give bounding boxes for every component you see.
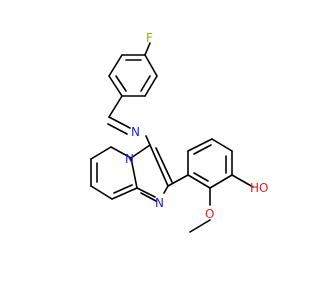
hydroxyl-group-label: HO [250,181,268,195]
bond [211,138,233,152]
bond [189,219,211,233]
bond [209,174,233,189]
bond [144,42,151,56]
bond [140,192,157,202]
bond [167,174,189,187]
atom-labels: F N N N HO O [125,31,268,221]
ring-nitrogen-imidazole-label: N [155,196,164,210]
bond [144,54,158,77]
bond [231,174,254,188]
bond [149,144,169,187]
molecule-structure: F N N N HO O [90,31,268,233]
bond [130,144,151,159]
fluorine-atom-label: F [146,31,153,45]
bond [113,184,133,194]
bond [108,95,123,118]
bond [193,172,209,182]
bond [193,144,212,155]
methoxyphenol-ring [187,138,254,233]
bond [90,185,113,200]
bond [110,146,132,159]
bond [111,187,138,200]
methoxy-oxygen-label: O [205,207,214,221]
bond [107,123,128,135]
bond [90,146,112,160]
bond [108,116,131,129]
bond [108,54,123,77]
bond [136,187,156,198]
fluorophenyl-ring [108,42,158,97]
imine-nitrogen-label: N [131,125,140,139]
bond [108,75,123,97]
bond [163,185,169,194]
bond [130,157,138,189]
bond [140,75,151,92]
bond [144,75,158,97]
imine-linker [107,95,151,146]
bond [187,174,211,189]
bond [155,147,173,183]
imidazopyridine-core [90,144,173,202]
ring-nitrogen-bridgehead-label: N [125,152,134,166]
molecule-diagram: F N N N HO O [90,31,269,233]
bond [115,75,127,92]
bond [187,138,213,152]
bond [145,135,151,146]
